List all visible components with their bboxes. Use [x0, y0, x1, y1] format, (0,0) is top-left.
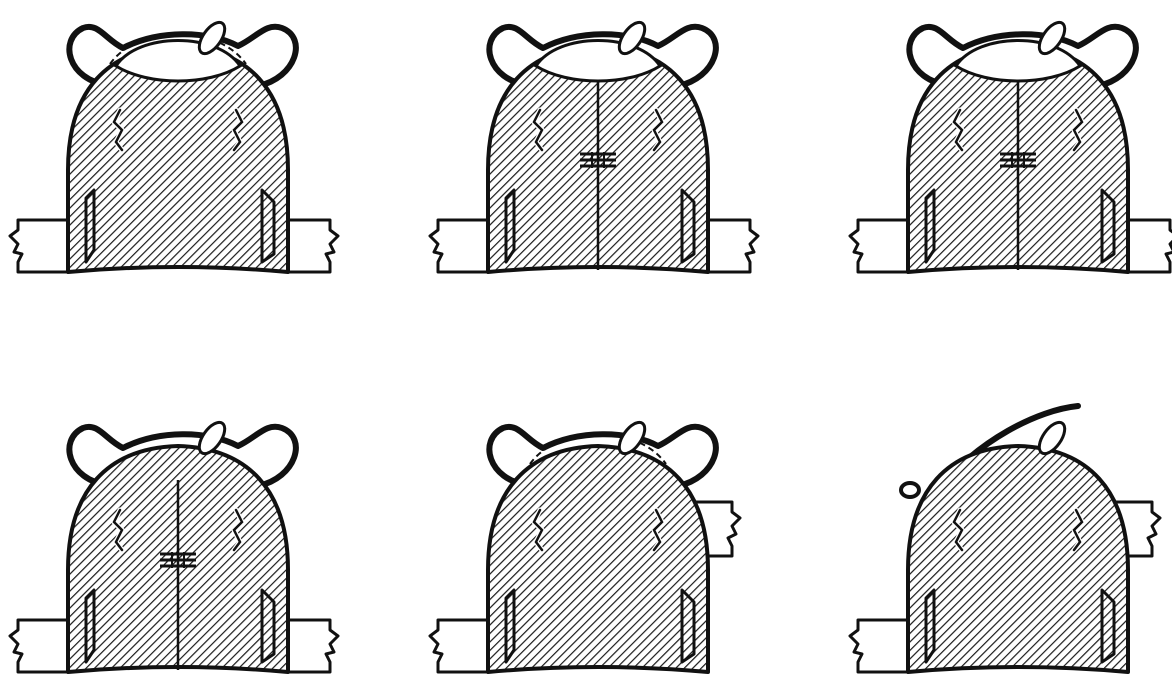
panel-step-3	[850, 18, 1172, 272]
panel-step-6	[850, 406, 1160, 672]
left-sleeve	[430, 620, 490, 672]
panel-step-5	[430, 418, 740, 672]
left-sleeve	[430, 220, 490, 272]
garment-body	[488, 446, 708, 672]
right-sleeve	[706, 220, 758, 272]
left-sleeve	[10, 220, 70, 272]
right-sleeve	[1126, 220, 1172, 272]
garment-body	[908, 446, 1128, 672]
left-sleeve	[10, 620, 70, 672]
left-sleeve	[850, 220, 910, 272]
collar-tab	[1034, 418, 1069, 458]
left-sleeve	[850, 620, 910, 672]
panel-step-4	[10, 418, 338, 672]
collar-loop	[901, 483, 919, 497]
panel-step-2	[430, 18, 758, 272]
right-sleeve	[286, 620, 338, 672]
panel-step-1	[10, 18, 338, 272]
right-sleeve	[286, 220, 338, 272]
